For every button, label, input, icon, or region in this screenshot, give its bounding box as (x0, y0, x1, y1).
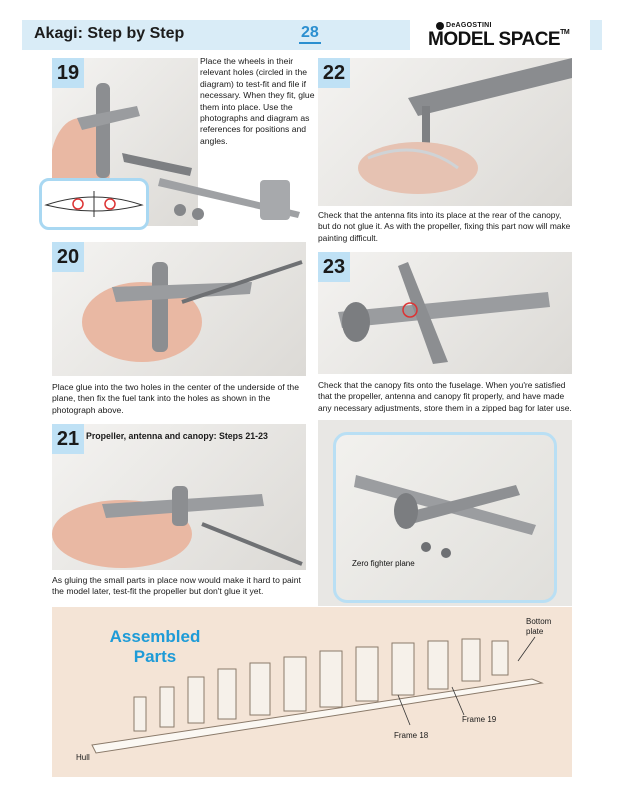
step-21-title: Propeller, antenna and canopy: Steps 21-… (86, 431, 268, 441)
step-19-text: Place the wheels in their relevant holes… (200, 56, 315, 146)
logo-name: MODEL SPACETM (428, 29, 570, 50)
model-space-logo: DeAGOSTINI MODEL SPACETM (410, 20, 590, 50)
step-22-text: Check that the antenna fits into its pla… (318, 210, 571, 243)
frame-19-label: Frame 19 (462, 715, 497, 724)
page-header: Akagi: Step by Step 28 DeAGOSTINI MODEL … (22, 20, 602, 50)
step-22-photo: 22 (318, 58, 572, 206)
zero-fighter-label: Zero fighter plane (352, 559, 415, 568)
step-number-22: 22 (318, 58, 350, 88)
step-number-19: 19 (52, 58, 84, 88)
step-number-21: 21 (52, 424, 84, 454)
hull-label: Hull (76, 753, 90, 762)
hull-frames-illustration (91, 636, 544, 754)
step-19-side-photo (150, 150, 314, 226)
step-number-20: 20 (52, 242, 84, 272)
step-20-photo: 20 (52, 242, 306, 376)
wheel-diagram (39, 178, 149, 230)
step-23-photo: 23 (318, 252, 572, 374)
logo-brand: DeAGOSTINI (446, 22, 492, 29)
deagostini-logo-icon (436, 22, 444, 30)
page-number: 28 (299, 24, 321, 44)
step-21-photo: 21 (52, 424, 306, 570)
step-20-text: Place glue into the two holes in the cen… (52, 382, 299, 415)
step-21-text: As gluing the small parts in place now w… (52, 575, 301, 597)
step-number-23: 23 (318, 252, 350, 282)
frame-18-label: Frame 18 (394, 731, 429, 740)
bottom-plate-label: Bottom plate (526, 617, 552, 636)
page-title: Akagi: Step by Step (34, 25, 185, 42)
assembled-parts-panel: Assembled Parts Bottom plate Frame 19 Fr… (52, 607, 572, 777)
zero-fighter-photo: Zero fighter plane (333, 432, 557, 603)
assembled-parts-title: Assembled Parts (109, 627, 201, 666)
step-23-text: Check that the canopy fits onto the fuse… (318, 380, 572, 413)
